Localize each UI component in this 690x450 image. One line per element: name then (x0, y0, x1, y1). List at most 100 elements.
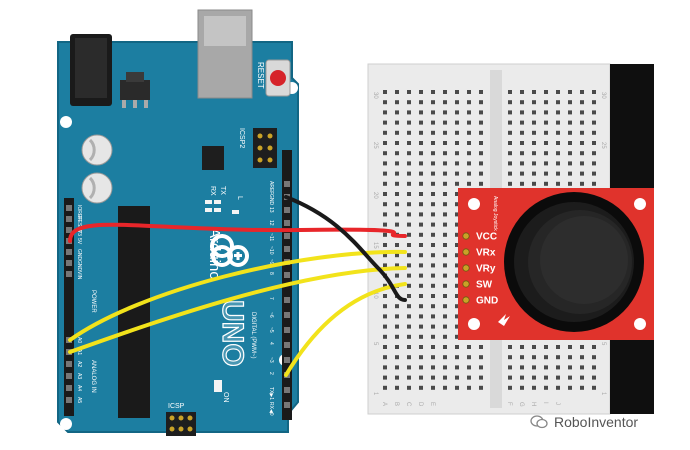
header-pin (284, 357, 290, 363)
breadboard-hole (479, 151, 483, 156)
breadboard-hole (395, 161, 399, 166)
wire-gnd-to-gnd (284, 195, 407, 302)
wire-5v-to-vcc (68, 222, 407, 243)
reset-label: RESET (256, 62, 265, 89)
breadboard-hole (592, 385, 596, 390)
breadboard-hole (395, 324, 399, 329)
column-letter: E (429, 402, 435, 406)
breadboard-hole (443, 273, 447, 278)
breadboard-hole (455, 263, 459, 268)
breadboard-hole (407, 355, 411, 360)
breadboard-hole (431, 375, 435, 380)
breadboard-hole (532, 161, 536, 166)
breadboard-hole (383, 355, 387, 360)
pin-label: AREF (268, 181, 274, 194)
breadboard-hole (383, 130, 387, 135)
breadboard-hole (455, 294, 459, 298)
breadboard-hole (407, 324, 411, 329)
breadboard-hole (383, 151, 387, 156)
breadboard-hole (419, 283, 423, 288)
wire-2-to-sw (284, 282, 407, 377)
breadboard-hole (592, 375, 596, 380)
joystick-pin-label: GND (476, 296, 498, 307)
breadboard-hole (508, 130, 512, 135)
breadboard-hole (592, 345, 596, 349)
breadboard-hole (508, 90, 512, 94)
breadboard-hole (419, 243, 423, 247)
breadboard-hole (520, 151, 524, 156)
breadboard-hole (419, 130, 423, 135)
breadboard-hole (419, 355, 423, 360)
breadboard-hole (443, 141, 447, 145)
pin-label: 3V3 (76, 227, 82, 236)
breadboard-hole (568, 141, 572, 145)
column-letter: I (542, 402, 548, 404)
breadboard-hole (419, 385, 423, 390)
mounting-hole (468, 198, 480, 210)
breadboard-hole (467, 90, 471, 94)
breadboard-hole (532, 345, 536, 349)
breadboard-hole (431, 314, 435, 319)
breadboard-hole (395, 181, 399, 186)
breadboard-hole (407, 90, 411, 94)
breadboard-hole (508, 355, 512, 360)
breadboard-hole (479, 100, 483, 105)
breadboard-hole (544, 120, 548, 125)
breadboard-hole (568, 181, 572, 186)
breadboard-hole (520, 345, 524, 349)
header-pin (284, 387, 290, 393)
breadboard-hole (443, 90, 447, 94)
breadboard-hole (467, 110, 471, 115)
breadboard-hole (544, 345, 548, 349)
breadboard-hole (532, 365, 536, 370)
pin-label: A4 (76, 385, 82, 391)
breadboard-hole (455, 202, 459, 207)
breadboard-hole (455, 334, 459, 339)
breadboard-hole (532, 100, 536, 105)
breadboard-hole (455, 375, 459, 380)
breadboard-hole (419, 161, 423, 166)
breadboard-hole (383, 222, 387, 227)
joystick-pin-label: VCC (476, 232, 497, 243)
breadboard-hole (544, 375, 548, 380)
uno-model-text: UNO (216, 300, 249, 367)
breadboard-hole (556, 365, 560, 370)
breadboard-hole (508, 385, 512, 390)
breadboard-hole (407, 232, 411, 237)
breadboard-hole (395, 345, 399, 349)
breadboard-hole (395, 130, 399, 135)
breadboard-hole (455, 345, 459, 349)
reset-button[interactable] (265, 59, 291, 97)
breadboard-hole (383, 314, 387, 319)
joystick-thumbstick[interactable] (504, 192, 644, 332)
watermark-text: RoboInventor (554, 414, 639, 430)
breadboard-hole (419, 90, 423, 94)
l-label: L (236, 196, 243, 200)
breadboard-hole (568, 120, 572, 125)
breadboard-hole (455, 130, 459, 135)
breadboard-hole (407, 294, 411, 298)
breadboard-hole (479, 161, 483, 166)
breadboard-hole (431, 222, 435, 227)
breadboard-hole (419, 324, 423, 329)
breadboard-hole (443, 324, 447, 329)
breadboard-hole (455, 120, 459, 125)
breadboard-hole (407, 375, 411, 380)
breadboard-hole (407, 273, 411, 278)
breadboard-hole (431, 385, 435, 390)
breadboard-hole (407, 181, 411, 186)
breadboard-hole (467, 355, 471, 360)
breadboard-hole (580, 365, 584, 370)
pin-label: GND (268, 194, 274, 206)
breadboard-hole (592, 90, 596, 94)
breadboard-hole (455, 253, 459, 258)
breadboard-hole (467, 375, 471, 380)
power-led (214, 380, 222, 392)
usb-interface-chip (202, 146, 224, 170)
breadboard-hole (395, 355, 399, 360)
breadboard-hole (580, 151, 584, 156)
breadboard-hole (592, 141, 596, 145)
header-pin (284, 272, 290, 278)
